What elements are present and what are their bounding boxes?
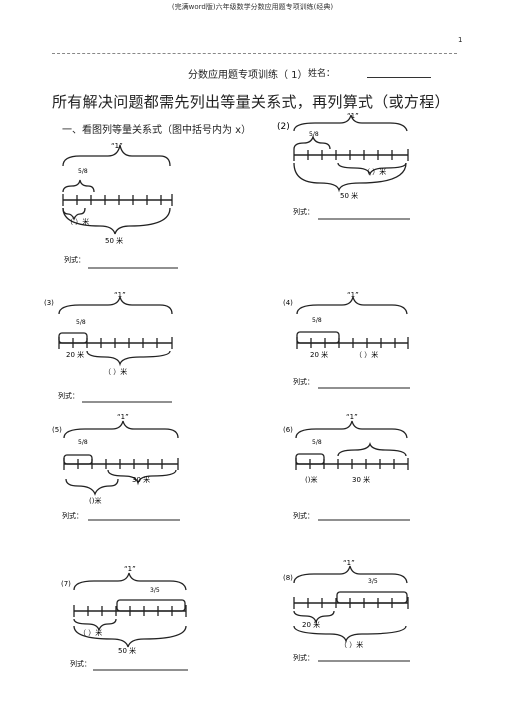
diagram-8-fraction: 3/5 [368, 578, 378, 585]
diagram-7-whole-label: “1” [124, 565, 136, 573]
diagram-3-tag: (3) [44, 299, 54, 307]
diagram-8-formula-label: 列式： [293, 653, 314, 662]
diagram-3-whole-label: “1” [114, 291, 126, 299]
diagram-2-fraction: 5/8 [309, 131, 319, 138]
diagram-3-label-b: （ ）米 [104, 367, 127, 376]
diagram-6-tag: (6) [283, 426, 293, 434]
diagram-6-whole-label: “1” [346, 413, 358, 421]
diagram-8-whole-label: “1” [343, 559, 355, 567]
diagram-4-label-a: 20 米 [310, 350, 328, 359]
instruction-text: 所有解决问题都需先列出等量关系式，再列算式（或方程） [52, 93, 450, 111]
diagram-5-fraction: 5/8 [78, 439, 88, 446]
document-header: (完满word版)六年级数学分数应用题专项训练(经典) [171, 3, 334, 11]
diagram-7-label-a: （ ）米 [79, 628, 102, 637]
diagram-7-fraction: 3/5 [150, 587, 160, 594]
diagram-2-tag: (2) [277, 122, 290, 132]
diagram-7-label-b: 50 米 [118, 646, 136, 655]
diagram-6-label-a: ()米 [305, 475, 317, 484]
diagram-1-formula-label: 列式： [64, 255, 85, 264]
diagram-4-tag: (4) [283, 299, 293, 307]
diagram-4-whole-label: “1” [347, 291, 359, 299]
diagram-5-formula-label: 列式： [62, 511, 83, 520]
diagram-4 [296, 296, 410, 389]
diagram-8 [293, 565, 410, 662]
diagram-5-whole-label: “1” [117, 413, 129, 421]
diagram-7-tag: (7) [61, 580, 71, 588]
diagram-5-tag: (5) [52, 426, 62, 434]
diagram-4-label-b: （ ）米 [355, 350, 378, 359]
diagram-2 [293, 114, 410, 220]
diagram-7 [73, 572, 188, 671]
diagram-5-label-b: ()米 [89, 496, 101, 505]
diagram-1-whole-label: “1” [111, 142, 123, 150]
name-label: 姓名： [308, 69, 336, 79]
diagram-6-label-b: 30 米 [352, 475, 370, 484]
diagram-8-label-b: （ ）米 [340, 640, 363, 649]
diagram-6 [295, 420, 410, 521]
diagram-3-fraction: 5/8 [76, 319, 86, 326]
header-rule [52, 53, 457, 55]
diagram-1-fraction: 5/8 [78, 168, 88, 175]
diagram-4-formula-label: 列式： [293, 377, 314, 386]
page-number: 1 [458, 36, 463, 44]
diagram-5-label-a: 30 米 [132, 475, 150, 484]
diagram-2-formula-label: 列式： [293, 207, 314, 216]
diagram-2-whole-label: “1” [347, 112, 359, 120]
diagram-3 [58, 296, 173, 403]
diagram-8-label-a: 20 米 [302, 620, 320, 629]
diagram-7-formula-label: 列式： [70, 659, 91, 668]
diagram-4-fraction: 5/8 [312, 317, 322, 324]
diagram-6-fraction: 5/8 [312, 439, 322, 446]
diagram-3-formula-label: 列式： [58, 391, 79, 400]
diagram-2-label-a: （ ）米 [363, 167, 386, 176]
diagram-6-formula-label: 列式： [293, 511, 314, 520]
diagram-1-label-b: 50 米 [105, 236, 123, 245]
diagram-1 [62, 144, 178, 269]
diagram-8-tag: (8) [283, 574, 293, 582]
worksheet-title: 分数应用题专项训练（ 1） [188, 70, 308, 81]
diagram-3-label-a: 20 米 [66, 350, 84, 359]
name-blank-line[interactable] [367, 77, 431, 78]
diagram-2-label-b: 50 米 [340, 191, 358, 200]
diagram-5 [63, 420, 180, 521]
diagram-1-label-a: （ ）米 [66, 217, 89, 226]
section-one-heading: 一、看图列等量关系式（图中括号内为 x） [62, 125, 252, 136]
